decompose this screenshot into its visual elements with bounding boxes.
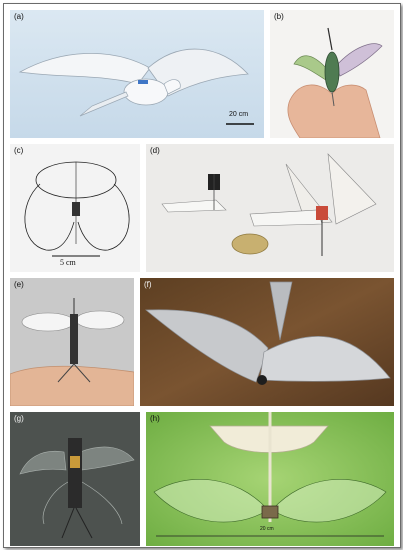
wire-frame-left-loop	[24, 183, 75, 251]
panel-f: (f)	[140, 278, 394, 406]
foil-tail	[269, 281, 293, 341]
insect-robot-body	[70, 314, 78, 364]
panel-h-label: (h)	[150, 414, 160, 423]
figure-frame: (a) 20 cm (b) (c) 5 cm	[3, 3, 401, 548]
panel-g-image	[10, 412, 140, 546]
fingertip	[10, 365, 134, 406]
hummingbird-body	[324, 51, 340, 93]
coin	[231, 233, 269, 255]
panel-f-image	[140, 278, 394, 406]
hand	[287, 84, 381, 138]
panel-d: (d)	[146, 144, 394, 272]
wire-frame-right-loop	[77, 183, 130, 251]
panel-c-label: (c)	[14, 146, 24, 155]
panel-b-label: (b)	[274, 12, 284, 21]
panel-e-image	[10, 278, 134, 406]
panel-b: (b)	[270, 10, 394, 138]
panel-h-scale-label: 20 cm	[260, 526, 274, 532]
robot-g-right-wing	[79, 446, 135, 471]
robot-g-left-wing	[19, 450, 67, 475]
hummingbird-left-wing	[293, 55, 329, 81]
panel-c-image	[10, 144, 140, 272]
seagull-head	[163, 79, 181, 95]
panel-h: (h) 20 cm	[146, 412, 394, 546]
robot-h-right-wing	[271, 479, 387, 523]
robot-g-body	[68, 438, 82, 508]
panel-a-image	[10, 10, 264, 138]
panel-g: (g)	[10, 412, 140, 546]
foil-right-wing	[259, 336, 391, 382]
small-flapper-wing	[161, 199, 227, 213]
insect-robot-right-wing	[75, 310, 125, 330]
panel-b-image	[270, 10, 394, 138]
panel-d-label: (d)	[150, 146, 160, 155]
panel-c: (c) 5 cm	[10, 144, 140, 272]
insect-robot-left-wing	[21, 312, 75, 332]
panel-c-scale-label: 5 cm	[60, 258, 76, 267]
panel-e-label: (e)	[14, 280, 24, 289]
panel-g-label: (g)	[14, 414, 24, 423]
hummingbird-right-wing	[335, 43, 383, 77]
panel-e: (e)	[10, 278, 134, 406]
panel-f-label: (f)	[144, 280, 152, 289]
seagull-tail	[79, 91, 129, 117]
panel-d-image	[146, 144, 394, 272]
panel-a-label: (a)	[14, 12, 24, 21]
large-flapper-wing-right	[327, 153, 377, 225]
panel-h-image	[146, 412, 394, 546]
panel-a-scale-label: 20 cm	[229, 111, 249, 118]
panel-a: (a) 20 cm	[10, 10, 264, 138]
